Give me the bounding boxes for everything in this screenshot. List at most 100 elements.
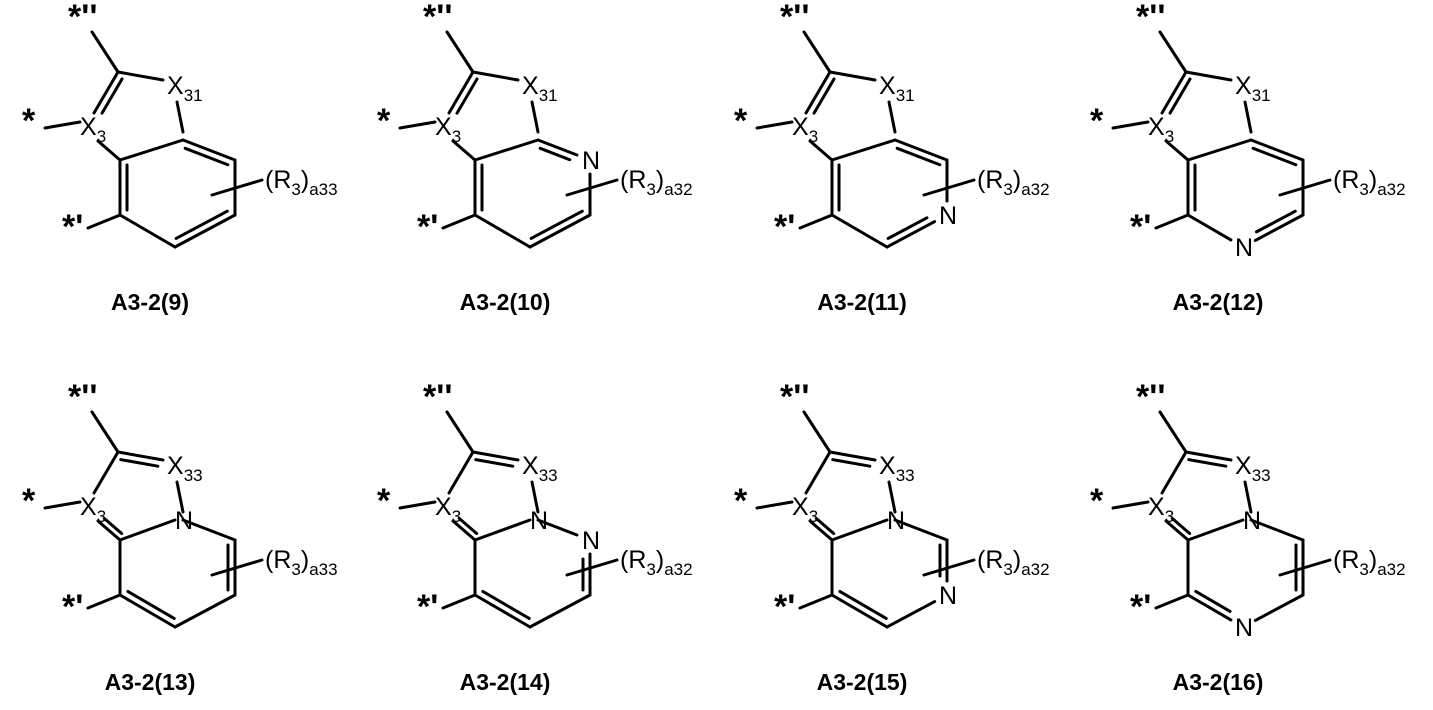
bond [1113, 122, 1148, 128]
star-prime-attachment: *' [1130, 588, 1151, 626]
bond [924, 560, 974, 575]
bond [1156, 215, 1188, 228]
bond [804, 32, 830, 72]
bond [212, 180, 262, 195]
bond [1188, 520, 1243, 540]
bond [1188, 215, 1231, 240]
star-double-attachment: *'' [780, 378, 809, 416]
double-bond-inner [816, 518, 833, 533]
bond [1162, 452, 1186, 493]
substituent-label: (R3)a33 [265, 546, 338, 579]
bond [98, 141, 120, 160]
structure-caption: A3-2(15) [817, 669, 908, 695]
double-bond-inner [1253, 148, 1296, 164]
double-bond-inner [104, 518, 121, 533]
star-prime-attachment: *' [62, 208, 83, 246]
x3-label: X3 [792, 493, 818, 526]
bond [177, 102, 183, 132]
n-atom-label: N [1243, 507, 1261, 535]
bond [94, 452, 118, 493]
x3-label: X3 [792, 113, 818, 146]
star-prime-attachment: *' [774, 208, 795, 246]
substituent-label: (R3)a33 [265, 166, 338, 199]
bond [92, 32, 118, 72]
x3-label: X3 [80, 493, 106, 526]
bond [924, 180, 974, 195]
bond [400, 502, 435, 508]
bond [1255, 595, 1303, 620]
bond [832, 140, 895, 160]
bond [1280, 560, 1330, 575]
double-bond-inner [1189, 460, 1226, 467]
bond [1113, 502, 1148, 508]
bond [806, 452, 830, 493]
bond [175, 215, 235, 247]
structure-caption: A3-2(12) [1173, 289, 1264, 315]
structure-caption: A3-2(11) [817, 289, 906, 315]
star-double-attachment: *'' [780, 0, 809, 36]
star-attachment: * [377, 482, 391, 520]
bond [889, 102, 895, 132]
star-prime-attachment: *' [1130, 208, 1151, 246]
bond [1186, 72, 1231, 80]
structure-caption: A3-2(14) [460, 669, 551, 695]
bond [757, 502, 792, 508]
bond [1280, 180, 1330, 195]
x-hetero-label: X31 [879, 72, 915, 105]
bond [475, 140, 538, 160]
substituent-label: (R3)a32 [1333, 166, 1406, 199]
star-attachment: * [377, 102, 391, 140]
bond [830, 72, 875, 80]
bond [120, 140, 183, 160]
bond [1160, 412, 1186, 452]
bond [473, 72, 518, 80]
bond [804, 412, 830, 452]
bond [532, 102, 538, 132]
x3-label: X3 [435, 113, 461, 146]
x-hetero-label: X31 [522, 72, 558, 105]
bond [475, 520, 530, 540]
bond [887, 602, 935, 627]
substituent-label: (R3)a32 [977, 546, 1050, 579]
star-attachment: * [1090, 482, 1104, 520]
x3-label: X3 [80, 113, 106, 146]
star-attachment: * [22, 482, 36, 520]
star-attachment: * [1090, 102, 1104, 140]
n-atom-label: N [939, 582, 957, 610]
structure-A3-2(14): X3X33**'*''NN(R3)a32A3-2(14) [377, 378, 693, 695]
star-prime-attachment: *' [774, 588, 795, 626]
bond [443, 595, 475, 608]
star-attachment: * [734, 482, 748, 520]
structure-A3-2(15): X3X33**'*''NN(R3)a32A3-2(15) [734, 378, 1050, 695]
bond [447, 32, 473, 72]
star-attachment: * [22, 102, 36, 140]
n-atom-label: N [1235, 234, 1253, 262]
bond [1166, 141, 1188, 160]
x3-label: X3 [1148, 113, 1174, 146]
bond [88, 215, 120, 228]
x3-label: X3 [1148, 493, 1174, 526]
bond [120, 520, 175, 540]
bond [800, 595, 832, 608]
double-bond-inner [1172, 518, 1189, 533]
substituent-label: (R3)a32 [1333, 546, 1406, 579]
n-atom-label: N [582, 527, 600, 555]
bond [453, 141, 475, 160]
double-bond-inner [833, 460, 870, 467]
structure-A3-2(13): X3X33**'*''N(R3)a33A3-2(13) [22, 378, 338, 695]
n-atom-label: N [1235, 614, 1253, 642]
star-prime-attachment: *' [417, 588, 438, 626]
star-double-attachment: *'' [423, 0, 452, 36]
bond [832, 215, 887, 247]
structure-A3-2(10): X3X31**'*''N(R3)a32A3-2(10) [377, 0, 693, 315]
substituent-label: (R3)a32 [620, 166, 693, 199]
n-atom-label: N [530, 507, 548, 535]
bond [175, 595, 235, 627]
double-bond-inner [459, 518, 476, 533]
n-atom-label: N [887, 507, 905, 535]
structure-A3-2(9): X3X31**'*''(R3)a33A3-2(9) [22, 0, 338, 315]
double-bond-inner [897, 148, 940, 164]
bond [538, 140, 577, 155]
